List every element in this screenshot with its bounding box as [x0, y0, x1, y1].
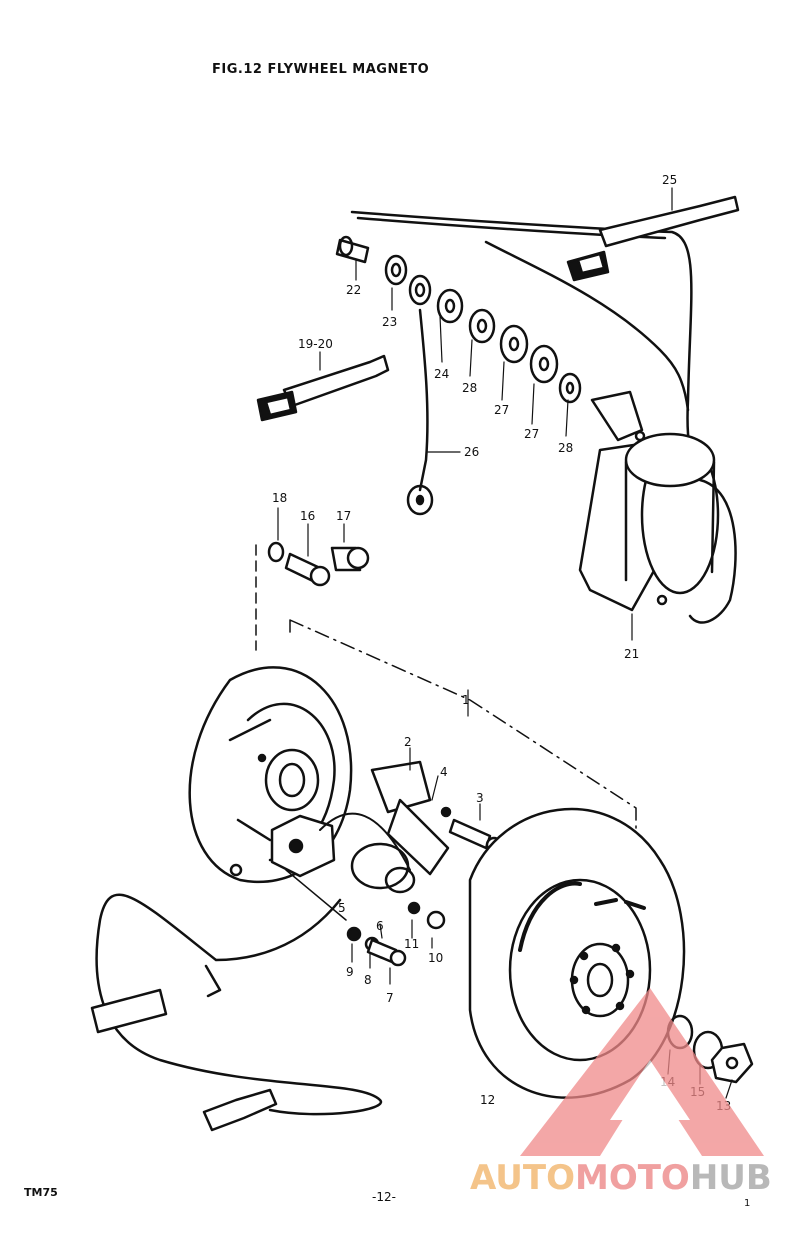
callout-27a: 27 [494, 403, 509, 417]
screw-10 [426, 910, 446, 930]
callout-19-20: 19-20 [298, 337, 333, 351]
washer-a [436, 288, 464, 324]
callout-1: 1 [462, 693, 470, 707]
ignition-coil-21 [578, 390, 737, 624]
callout-16: 16 [300, 509, 315, 523]
callout-28a: 28 [462, 381, 477, 395]
washer-28a [468, 308, 496, 344]
lead-connector [202, 1088, 278, 1132]
figure-title: FIG.12 FLYWHEEL MAGNETO [212, 62, 430, 77]
rubber-grommet [90, 988, 168, 1034]
bolt-17 [330, 546, 370, 572]
watermark-logo [520, 988, 764, 1156]
footer-model: TM75 [24, 1186, 58, 1199]
callout-5: 5 [338, 901, 346, 915]
ht-cable [350, 210, 702, 472]
watermark-part-3: HUB [689, 1158, 772, 1198]
callout-4: 4 [440, 765, 448, 779]
callout-6: 6 [376, 919, 384, 933]
watermark-text: AUTOMOTOHUB [470, 1158, 772, 1198]
callout-28b: 28 [558, 441, 573, 455]
callout-25: 25 [662, 173, 677, 187]
callout-21: 21 [624, 647, 639, 661]
callout-7: 7 [386, 991, 394, 1005]
bolt-22 [335, 235, 370, 264]
callout-8: 8 [364, 973, 372, 987]
callout-24: 24 [434, 367, 449, 381]
washer-11 [407, 901, 421, 915]
footer-page-number: -12- [372, 1190, 396, 1204]
callout-3: 3 [476, 791, 484, 805]
nut-13 [710, 1042, 754, 1084]
ground-lead-26 [418, 308, 429, 492]
group-bracket [289, 619, 637, 831]
callout-18: 18 [272, 491, 287, 505]
callout-11: 11 [404, 937, 419, 951]
washer-9 [346, 926, 362, 942]
callout-17: 17 [336, 509, 351, 523]
contact-breaker [270, 814, 336, 878]
callout-27b: 27 [524, 427, 539, 441]
washer-27b [529, 344, 559, 384]
washer-4 [440, 806, 452, 818]
screw-6 [366, 938, 407, 967]
washer-27a [499, 324, 529, 364]
callout-26: 26 [464, 445, 479, 459]
washer-24 [408, 274, 432, 306]
callout-2: 2 [404, 735, 412, 749]
lighting-coil [350, 760, 450, 894]
callout-12: 12 [480, 1093, 495, 1107]
cable-end-25 [566, 195, 740, 282]
callout-9: 9 [346, 965, 354, 979]
washer-18 [267, 541, 285, 563]
callout-22: 22 [346, 283, 361, 297]
cable-end-19-20 [256, 354, 390, 422]
footer-mark: 1 [744, 1198, 751, 1209]
callout-23: 23 [382, 315, 397, 329]
screw-16 [284, 552, 331, 587]
watermark-part-1: AUTO [470, 1158, 575, 1198]
washer-23 [384, 254, 408, 286]
watermark-part-2: MOTO [574, 1158, 690, 1198]
washer-28b [558, 372, 582, 404]
callout-10: 10 [428, 951, 443, 965]
